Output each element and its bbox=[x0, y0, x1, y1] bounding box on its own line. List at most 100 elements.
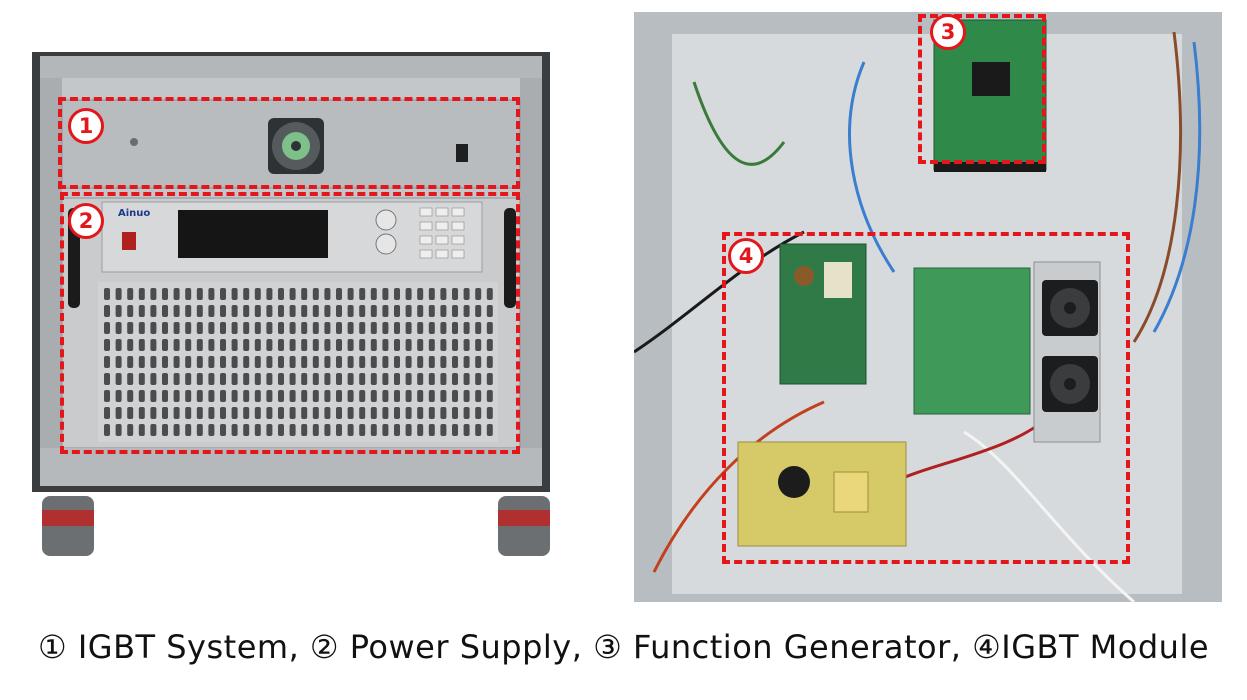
vent-slot bbox=[428, 288, 435, 300]
vent-slot bbox=[231, 322, 238, 334]
vent-slot bbox=[336, 390, 342, 402]
vent-slot bbox=[254, 322, 261, 334]
vent-slot bbox=[312, 305, 319, 317]
vent-slot bbox=[324, 356, 331, 368]
vent-slot bbox=[486, 407, 493, 419]
vent-slot bbox=[243, 322, 250, 334]
vent-slot bbox=[162, 356, 168, 368]
vent-slot bbox=[150, 407, 157, 419]
vent-slot bbox=[220, 390, 226, 402]
vent-slot bbox=[301, 339, 308, 351]
vent-slot bbox=[254, 424, 261, 436]
vent-slot bbox=[428, 322, 435, 334]
vent-slot bbox=[243, 407, 250, 419]
vent-slot bbox=[312, 407, 319, 419]
vent-slot bbox=[127, 305, 134, 317]
vent-slot bbox=[243, 373, 250, 385]
vent-slot bbox=[428, 356, 435, 368]
vent-slot bbox=[359, 424, 366, 436]
vent-slot bbox=[359, 373, 366, 385]
vent-slot bbox=[220, 339, 226, 351]
vent-slot bbox=[382, 424, 389, 436]
vent-slot bbox=[150, 305, 157, 317]
vent-slot bbox=[208, 373, 215, 385]
red-switch-icon bbox=[122, 232, 136, 250]
vent-slot bbox=[394, 288, 400, 300]
igbt-module-board bbox=[913, 267, 1031, 415]
vent-slot bbox=[266, 305, 273, 317]
vent-slot bbox=[104, 322, 110, 334]
vent-slot bbox=[185, 424, 192, 436]
vent-slot bbox=[231, 424, 238, 436]
vent-slot bbox=[312, 322, 319, 334]
transformer-lower-icon bbox=[833, 471, 869, 513]
vent-slot bbox=[405, 305, 412, 317]
vent-slot bbox=[359, 407, 366, 419]
vent-slot bbox=[254, 390, 261, 402]
vent-slot bbox=[150, 288, 157, 300]
vent-slot bbox=[452, 288, 458, 300]
figure-caption: ① IGBT System, ② Power Supply, ③ Functio… bbox=[37, 628, 1210, 666]
vent-slot bbox=[452, 373, 458, 385]
vent-slot bbox=[173, 424, 180, 436]
vent-slot bbox=[301, 288, 308, 300]
enclosure-interior-illustration bbox=[634, 12, 1222, 602]
vent-slot bbox=[312, 390, 319, 402]
vent-slot bbox=[196, 305, 203, 317]
vent-slot bbox=[347, 356, 354, 368]
vent-slot bbox=[208, 424, 215, 436]
vent-slot bbox=[336, 339, 342, 351]
vent-slot bbox=[138, 390, 145, 402]
vent-slot bbox=[394, 322, 400, 334]
vent-slot bbox=[220, 322, 226, 334]
vent-slot bbox=[104, 390, 110, 402]
vent-slot bbox=[440, 356, 447, 368]
enclosure-interior-photo bbox=[634, 12, 1222, 602]
vent-slot bbox=[417, 424, 424, 436]
vent-slot bbox=[382, 407, 389, 419]
vent-slot bbox=[405, 356, 412, 368]
vent-slot bbox=[463, 356, 470, 368]
vent-slot bbox=[475, 305, 482, 317]
vent-slot bbox=[370, 305, 377, 317]
vent-slot bbox=[150, 356, 157, 368]
vent-slot bbox=[452, 339, 458, 351]
vent-slot bbox=[347, 373, 354, 385]
vent-slot bbox=[417, 390, 424, 402]
vent-slot bbox=[243, 390, 250, 402]
vent-slot bbox=[115, 424, 122, 436]
vent-slot bbox=[138, 356, 145, 368]
vent-slot bbox=[486, 424, 493, 436]
vent-slot bbox=[428, 407, 435, 419]
vent-slot bbox=[289, 407, 296, 419]
vent-slot bbox=[463, 339, 470, 351]
vent-slot bbox=[452, 424, 458, 436]
vent-slot bbox=[196, 356, 203, 368]
vent-slot bbox=[475, 373, 482, 385]
vent-slot bbox=[185, 339, 192, 351]
vent-slot bbox=[138, 339, 145, 351]
vent-slot bbox=[127, 322, 134, 334]
vent-slot bbox=[405, 288, 412, 300]
vent-slot bbox=[440, 288, 447, 300]
vent-slot bbox=[394, 339, 400, 351]
vent-slot bbox=[162, 373, 168, 385]
vent-slot bbox=[115, 288, 122, 300]
vent-slot bbox=[382, 322, 389, 334]
vent-slot bbox=[370, 288, 377, 300]
callout-badge-4: 4 bbox=[728, 238, 764, 274]
vent-slot bbox=[301, 305, 308, 317]
vent-slot bbox=[150, 424, 157, 436]
vent-slot bbox=[254, 305, 261, 317]
vent-slot bbox=[127, 407, 134, 419]
vent-slot bbox=[336, 424, 342, 436]
vent-slot bbox=[162, 424, 168, 436]
vent-slot bbox=[196, 339, 203, 351]
vent-slot bbox=[220, 305, 226, 317]
vent-slot bbox=[289, 390, 296, 402]
vent-slot bbox=[243, 305, 250, 317]
vent-slot bbox=[231, 339, 238, 351]
vent-slot bbox=[173, 407, 180, 419]
callout-badge-1: 1 bbox=[68, 108, 104, 144]
vent-slot bbox=[347, 322, 354, 334]
